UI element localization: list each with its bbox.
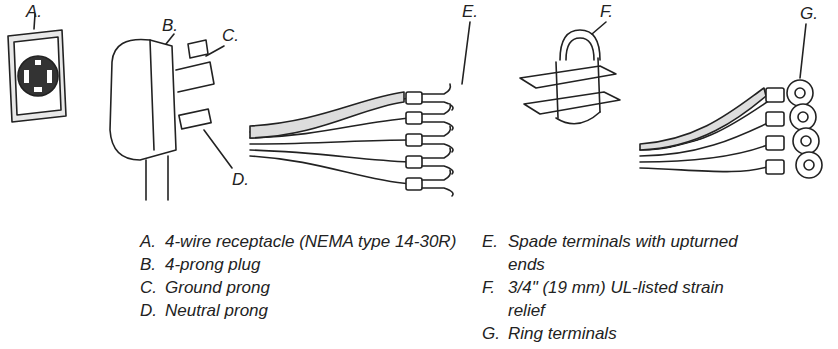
callout-letter: C. [222, 24, 239, 47]
key-text: Ring terminals [508, 322, 617, 345]
callout-letter: D. [232, 168, 249, 191]
key-letter: G. [482, 322, 500, 345]
key-letter: C. [140, 276, 157, 299]
callout-letter: B. [162, 14, 178, 37]
callout-letter: A. [26, 0, 42, 23]
callout-letter: F. [600, 0, 613, 23]
key-text: 3/4" (19 mm) UL-listed strain relief [508, 276, 738, 322]
key-text: Neutral prong [165, 299, 268, 322]
key-letter: B. [140, 253, 156, 276]
key-letter: F. [482, 276, 495, 299]
key-letter: D. [140, 299, 157, 322]
key-letter: E. [482, 230, 498, 253]
callout-letter: E. [462, 0, 478, 23]
key-text: 4-prong plug [165, 253, 260, 276]
callout-letter: G. [800, 2, 818, 25]
key-text: Spade terminals with upturned ends [508, 230, 738, 276]
key-letter: A. [140, 230, 156, 253]
key-text: 4-wire receptacle (NEMA type 14-30R) [165, 230, 456, 253]
key-text: Ground prong [165, 276, 270, 299]
